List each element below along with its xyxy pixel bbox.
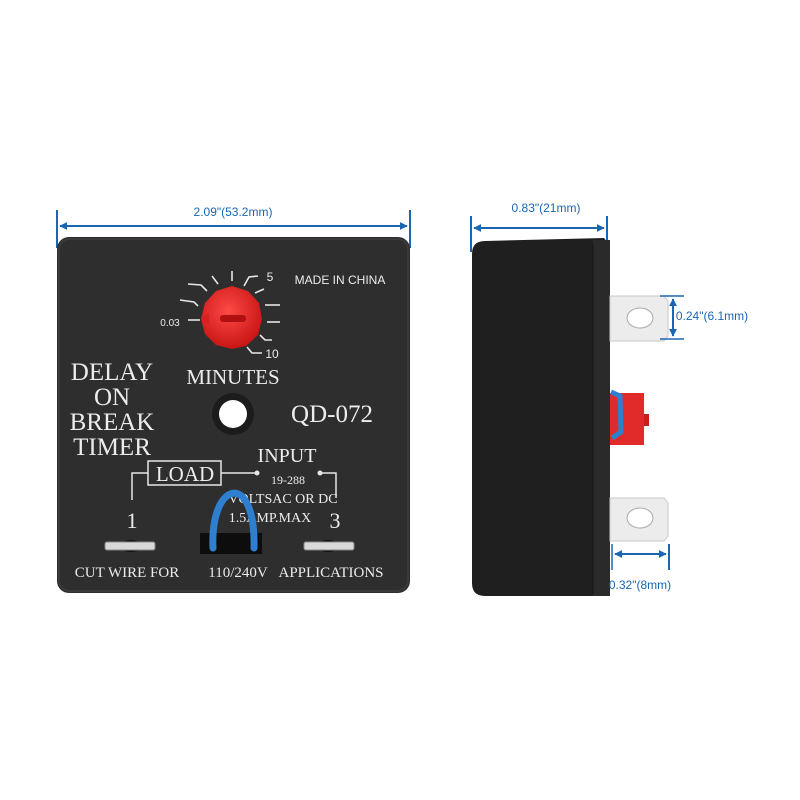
front-width-label: 2.09"(53.2mm) [194,205,273,219]
footer-text-1: CUT WIRE FOR [75,565,179,581]
terminal-1 [104,540,156,552]
front-panel: 0.03 5 10 MADE IN CHINA MINUTES DELAY ON… [57,237,410,593]
dial-mid-label: 5 [267,270,274,284]
input-label: INPUT [258,445,317,467]
bottom-terminal [609,497,669,542]
terminal-width-label: 0.24"(6.1mm) [676,309,748,323]
footer-text-3: APPLICATIONS [278,565,383,581]
footer-text-2: 110/240V [208,565,268,581]
side-view [472,238,669,596]
svg-text:DELAY: DELAY [71,359,153,386]
voltage-type: VOLTSAC OR DC [228,492,337,507]
mounting-hole [212,393,254,435]
top-terminal [609,295,669,342]
side-depth-label: 0.83"(21mm) [512,201,581,215]
current-max: 1.5AMP.MAX [229,511,311,526]
dial-unit-label: MINUTES [186,365,279,389]
terminal-1-label: 1 [127,508,138,533]
terminal-3-label: 3 [330,508,341,533]
jumper-wire[interactable] [209,489,258,552]
wiring-diagram [131,460,337,500]
svg-text:ON: ON [94,384,130,411]
side-depth-dimension: 0.83"(21mm) [470,201,608,252]
terminal-length-dimension: 0.32"(8mm) [609,544,671,592]
voltage-range: 19-288 [271,473,305,487]
svg-text:BREAK: BREAK [70,409,155,436]
load-label: LOAD [156,462,214,486]
dial-scale [179,271,280,354]
terminal-width-dimension: 0.24"(6.1mm) [660,295,748,340]
model-number: QD-072 [291,401,373,428]
terminal-length-label: 0.32"(8mm) [609,578,671,592]
svg-text:TIMER: TIMER [73,434,151,461]
side-knob [609,389,649,445]
dial-min-label: 0.03 [160,318,180,329]
terminal-3 [303,540,355,552]
made-in-label: MADE IN CHINA [295,273,386,287]
front-width-dimension: 2.09"(53.2mm) [56,205,411,248]
time-adjust-knob[interactable] [201,286,262,349]
product-title: DELAY ON BREAK TIMER [70,359,155,461]
dial-max-label: 10 [265,347,279,361]
